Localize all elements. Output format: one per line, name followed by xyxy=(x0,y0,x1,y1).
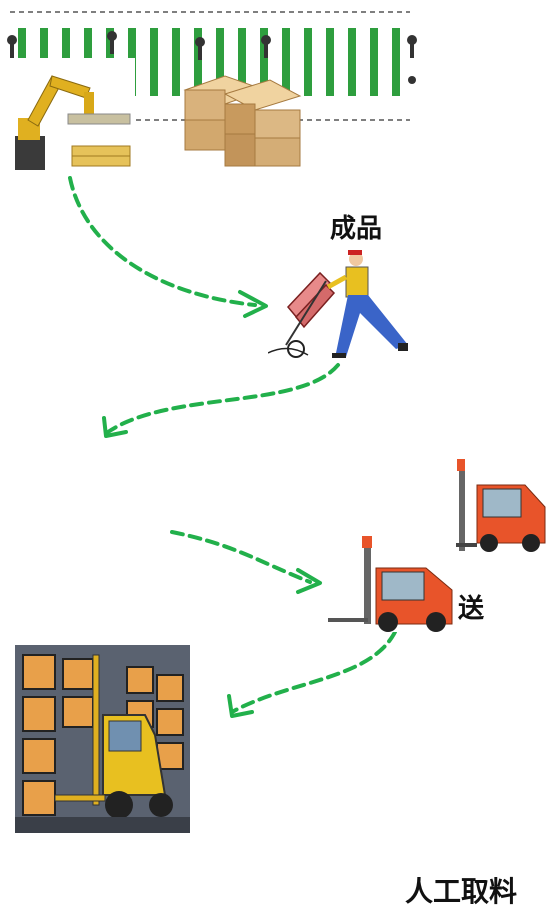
robot-arm-icon xyxy=(10,58,135,173)
forklift-icon xyxy=(455,455,553,555)
finished-goods-label: 成品 xyxy=(330,214,383,244)
manual-pickup-label: 人工取料 xyxy=(405,875,518,908)
forklift-icon xyxy=(328,532,456,632)
warehouse-forklift-icon xyxy=(15,645,190,833)
box-stack-icon xyxy=(175,68,305,170)
delivery-label: 送 xyxy=(458,594,485,624)
worker-hand-truck-icon xyxy=(268,245,410,363)
